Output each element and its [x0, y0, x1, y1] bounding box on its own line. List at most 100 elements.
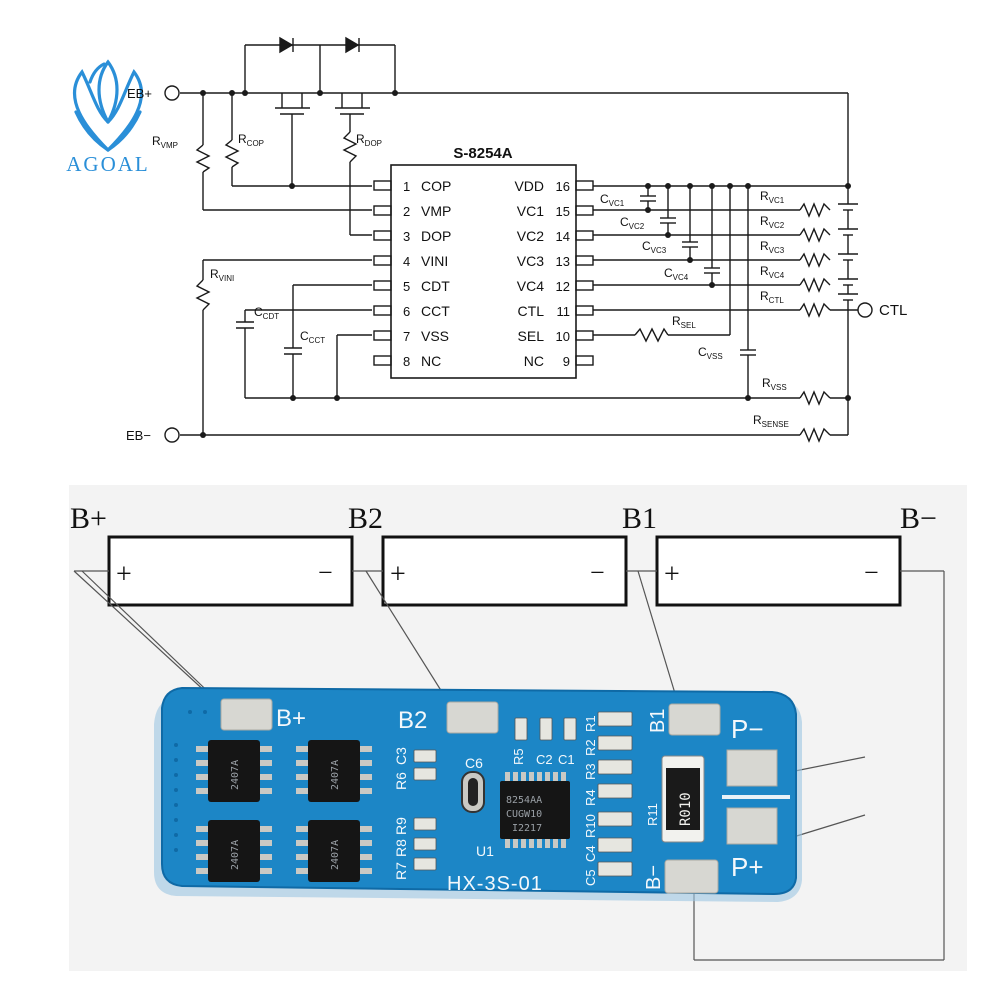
node-label-b-minus: B−	[900, 502, 937, 535]
cell-1	[107, 535, 354, 607]
svg-text:8: 8	[403, 354, 410, 369]
ref-c1: C1	[558, 752, 575, 767]
svg-text:VSS: VSS	[421, 328, 449, 344]
logo-emblem-icon	[72, 59, 144, 152]
pad-p-minus	[726, 749, 778, 787]
terminal-eb-plus: EB+	[127, 86, 152, 101]
ic-marking-1: 8254AA	[506, 795, 542, 806]
ic-pin-12: VC4 12	[517, 278, 570, 294]
ref-r6: R6	[393, 772, 409, 790]
mosfet-2-marking: 2407A	[330, 760, 341, 790]
label-r-vmp: RVMP	[152, 134, 178, 150]
svg-text:14: 14	[556, 229, 570, 244]
label-r-vini: RVINI	[210, 267, 234, 283]
ref-r10: R10	[583, 814, 598, 838]
ref-c4: C4	[583, 845, 598, 862]
label-r-ctl: RCTL	[760, 289, 784, 305]
ic-pin-6: 6 CCT	[403, 303, 450, 319]
schematic	[164, 36, 873, 443]
svg-text:COP: COP	[421, 178, 451, 194]
cell-2-plus: +	[390, 559, 406, 590]
label-c-vc2: CVC2	[620, 215, 645, 231]
ref-r3: R3	[583, 763, 598, 780]
silk-b-minus: B−	[643, 865, 665, 890]
pad-b1	[668, 703, 721, 736]
label-r-vc4: RVC4	[760, 264, 785, 280]
silk-p-minus: P−	[731, 714, 764, 744]
svg-text:11: 11	[557, 304, 571, 319]
board-model: HX-3S-01	[447, 873, 543, 895]
ic-pin-8: 8 NC	[403, 353, 441, 369]
pad-b2	[446, 701, 499, 734]
svg-text:VC1: VC1	[517, 203, 544, 219]
svg-text:VDD: VDD	[514, 178, 544, 194]
ic-pin-16: VDD 16	[514, 178, 570, 194]
mosfet-1-marking: 2407A	[230, 760, 241, 790]
svg-text:3: 3	[403, 229, 410, 244]
ref-r4: R4	[583, 789, 598, 806]
ref-r9: R9	[393, 817, 409, 835]
svg-text:9: 9	[563, 354, 570, 369]
label-c-cct: CCCT	[300, 329, 325, 345]
svg-text:VC3: VC3	[517, 253, 544, 269]
svg-text:12: 12	[556, 279, 570, 294]
svg-text:VINI: VINI	[421, 253, 448, 269]
svg-text:VMP: VMP	[421, 203, 451, 219]
ref-u1: U1	[476, 843, 494, 859]
pad-b-minus	[664, 859, 719, 894]
ref-c5: C5	[583, 869, 598, 886]
svg-text:16: 16	[556, 179, 570, 194]
ic-marking-2: CUGW10	[506, 809, 542, 820]
pad-p-plus	[726, 807, 778, 845]
silk-b-plus: B+	[276, 705, 306, 732]
ref-c6: C6	[465, 755, 483, 771]
svg-text:2: 2	[403, 204, 410, 219]
svg-text:6: 6	[403, 304, 410, 319]
svg-text:CCT: CCT	[421, 303, 450, 319]
mosfet-4-marking: 2407A	[330, 840, 341, 870]
label-r-sense: RSENSE	[753, 413, 789, 429]
pcb-vias	[174, 710, 207, 852]
cell-wiring: B+ B2 B1 B− + − + − + −	[70, 502, 945, 961]
silk-p-plus: P+	[731, 852, 764, 882]
silk-b2: B2	[398, 707, 427, 734]
svg-text:VC4: VC4	[517, 278, 544, 294]
label-r-sel: RSEL	[672, 314, 696, 330]
ic-marking-3: I2217	[512, 823, 542, 834]
label-r-dop: RDOP	[356, 132, 382, 148]
cell-3-minus: −	[864, 558, 879, 587]
label-c-vss: CVSS	[698, 345, 723, 361]
cell-1-minus: −	[318, 558, 333, 587]
label-r-cop: RCOP	[238, 132, 264, 148]
svg-text:13: 13	[556, 254, 570, 269]
node-label-b-plus: B+	[70, 502, 107, 535]
ref-c2: C2	[536, 752, 553, 767]
svg-text:CDT: CDT	[421, 278, 450, 294]
node-label-b1: B1	[622, 502, 657, 535]
junction-dots	[200, 90, 851, 438]
cell-1-plus: +	[116, 559, 132, 590]
node-label-b2: B2	[348, 502, 383, 535]
ic-left-pin-stubs	[373, 180, 392, 366]
cell-2-minus: −	[590, 558, 605, 587]
pcb-refs: C6 U1 C3 R6 R9 R8 R7 R5 C2 C1 R1 R2 R3 R…	[393, 715, 660, 886]
svg-text:SEL: SEL	[518, 328, 545, 344]
ref-r7: R7	[393, 862, 409, 880]
ic-pin-11: CTL 11	[518, 303, 570, 319]
label-r-vss: RVSS	[762, 376, 787, 392]
svg-text:CTL: CTL	[518, 303, 545, 319]
svg-text:NC: NC	[421, 353, 441, 369]
label-r-vc3: RVC3	[760, 239, 785, 255]
ic-title: S-8254A	[453, 145, 512, 162]
passives	[413, 711, 633, 877]
terminal-eb-minus: EB−	[126, 428, 151, 443]
controller-ic: 8254AA CUGW10 I2217	[500, 772, 570, 848]
terminal-ctl: CTL	[879, 302, 907, 319]
